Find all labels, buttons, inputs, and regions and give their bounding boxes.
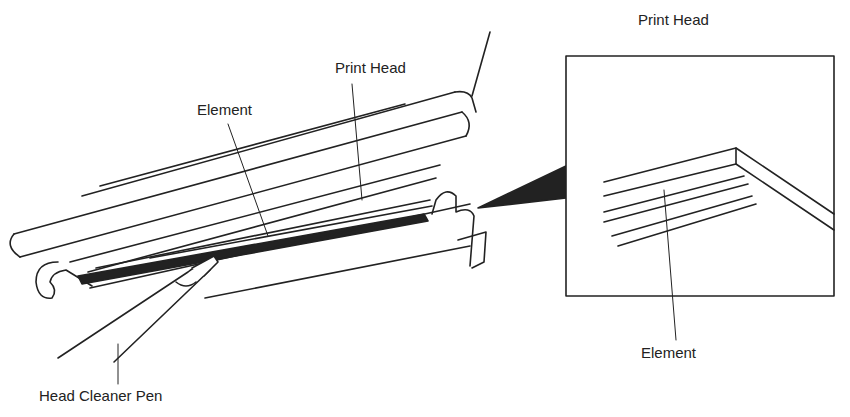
cover-edge <box>82 92 455 196</box>
pen-tip <box>192 256 218 276</box>
inset-box <box>566 56 834 296</box>
rod-end <box>462 112 469 136</box>
part-label: Head Cleaner Pen <box>38 388 163 405</box>
part-label: Element <box>640 345 697 362</box>
pen-band <box>176 282 196 286</box>
inset-element-line <box>618 204 756 246</box>
cleaner-pen <box>58 266 210 362</box>
part-label: Print Head <box>334 60 407 77</box>
inset-element-line <box>612 196 752 236</box>
head-body <box>90 204 470 288</box>
part-label: Element <box>196 102 253 119</box>
head-body <box>205 246 470 298</box>
right-bracket <box>458 232 486 268</box>
magnify-wedge <box>478 166 566 208</box>
left-hook <box>36 262 92 298</box>
inset-head-edge <box>604 148 834 214</box>
leader-line <box>228 124 268 236</box>
rod-end <box>10 234 20 257</box>
rod <box>14 112 462 234</box>
leader-line <box>352 84 362 200</box>
element-line <box>150 206 432 258</box>
element-line <box>96 200 430 268</box>
frame-edge <box>472 32 490 96</box>
inset-head-edge <box>736 148 834 230</box>
right-bracket <box>432 192 474 266</box>
part-label: Print Head <box>637 12 710 29</box>
inset-head-edge <box>604 164 736 196</box>
inset-element-line <box>604 176 744 212</box>
leader-line <box>118 344 119 384</box>
leader-line <box>664 190 676 340</box>
